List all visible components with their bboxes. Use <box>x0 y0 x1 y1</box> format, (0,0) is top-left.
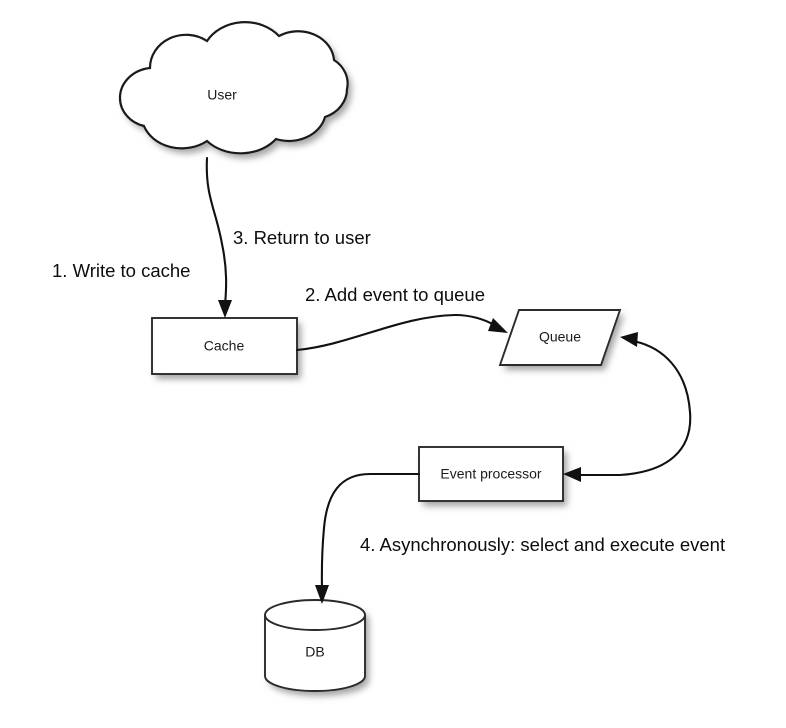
node-cache[interactable]: Cache <box>151 317 298 375</box>
edge-user-to-cache-arrowhead <box>218 300 232 318</box>
cache-box-outline <box>151 317 298 375</box>
edge-user-to-cache-line <box>205 156 228 308</box>
edge-cache-to-queue[interactable] <box>295 313 508 352</box>
edge-cache-to-queue-arrowhead <box>488 318 508 333</box>
edge-event-processor-arrowhead <box>563 467 581 482</box>
edge-event-processor-to-db-line <box>320 472 421 594</box>
node-label-db: DB <box>305 644 324 660</box>
edge-user-to-cache[interactable] <box>205 156 232 318</box>
db-cylinder-body-outline <box>264 615 366 692</box>
node-label-event-processor: Event processor <box>440 466 541 482</box>
node-user[interactable]: User <box>118 21 349 155</box>
step-label-1: 1. Write to cache <box>52 260 190 281</box>
queue-shape-fill <box>500 310 620 365</box>
step-label-3: 3. Return to user <box>233 227 371 248</box>
db-cylinder-top-fill <box>265 600 365 630</box>
queue-shape-outline <box>498 309 622 366</box>
node-label-cache: Cache <box>204 338 245 354</box>
node-event-processor[interactable]: Event processor <box>418 446 564 502</box>
node-label-user: User <box>207 87 237 103</box>
step-label-4: 4. Asynchronously: select and execute ev… <box>360 534 725 555</box>
edge-queue-event-processor-line <box>576 339 692 477</box>
event-processor-box-fill <box>419 447 563 501</box>
node-label-queue: Queue <box>539 329 581 345</box>
cache-box-fill <box>152 318 297 374</box>
db-cylinder-top-outline <box>264 599 366 631</box>
edge-event-processor-to-db-arrowhead <box>315 585 329 604</box>
edge-queue-event-processor[interactable] <box>563 332 692 482</box>
edge-event-processor-to-db[interactable] <box>315 472 421 604</box>
db-cylinder-body-fill <box>265 615 365 691</box>
step-label-2: 2. Add event to queue <box>305 284 485 305</box>
node-queue[interactable]: Queue <box>498 309 622 366</box>
edge-queue-arrowhead <box>620 332 638 347</box>
node-db[interactable]: DB <box>264 599 366 692</box>
edge-cache-to-queue-line <box>295 313 496 352</box>
